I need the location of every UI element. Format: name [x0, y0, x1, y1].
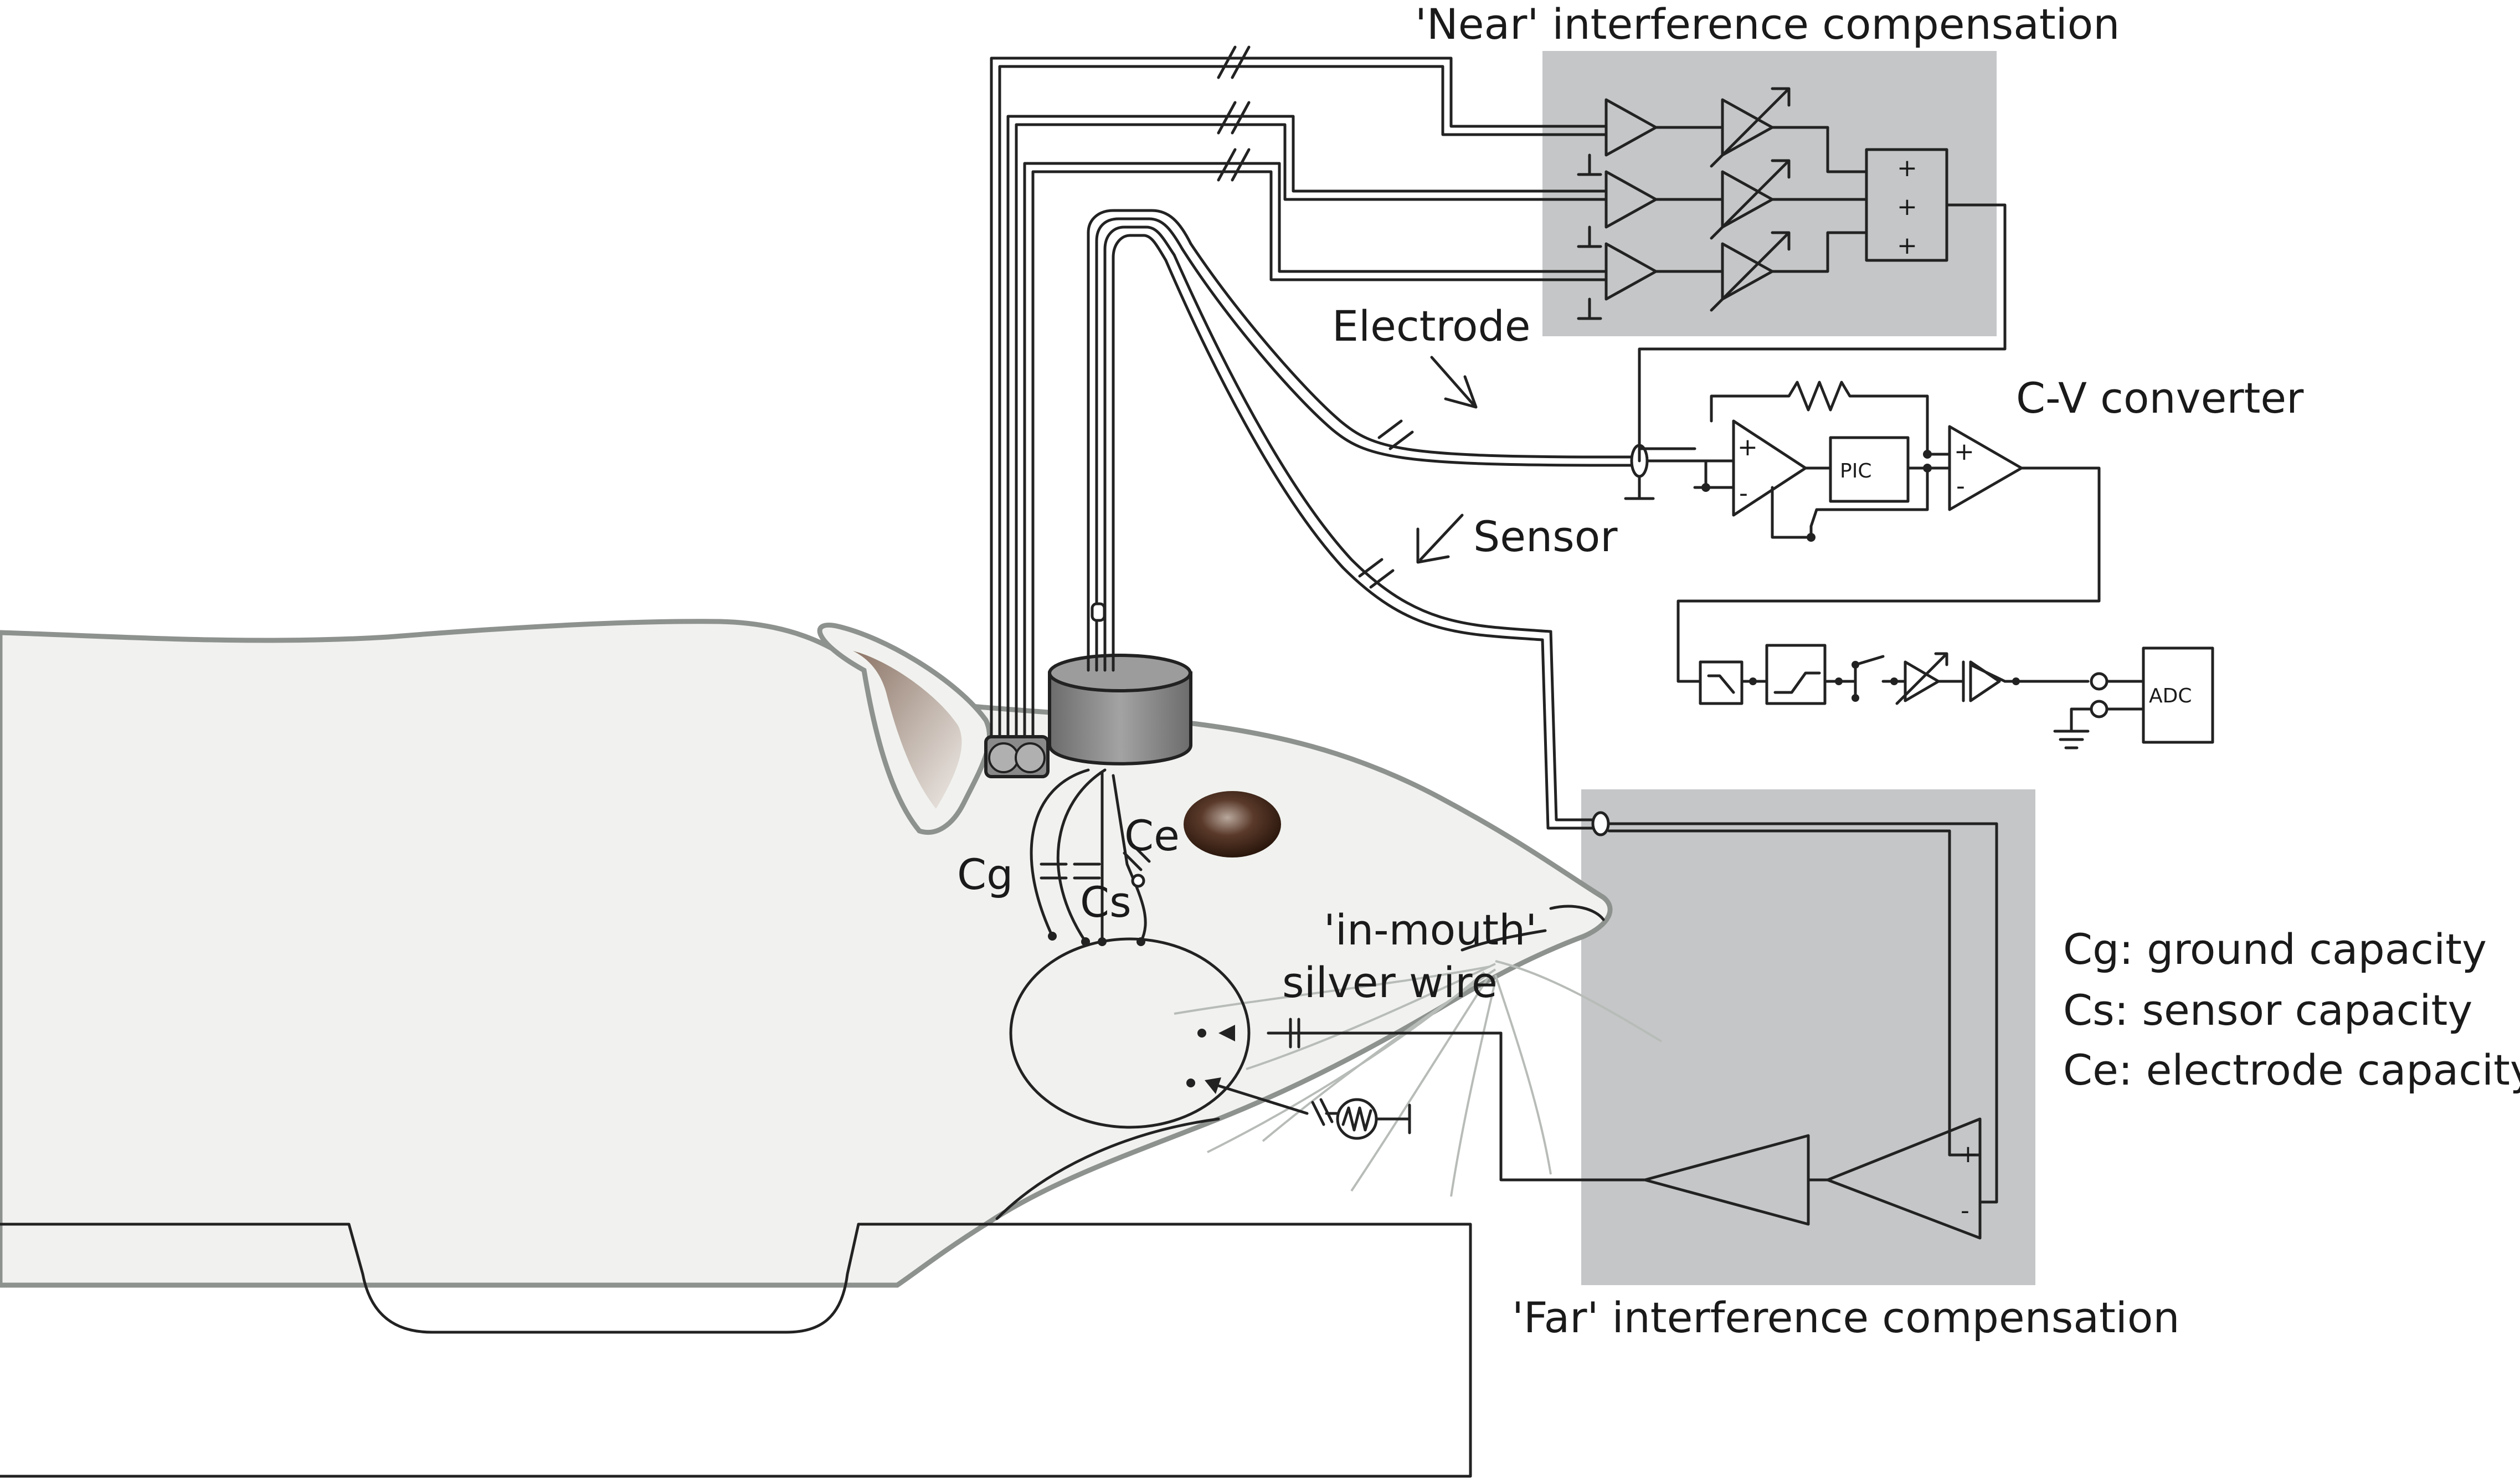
rat-whiskers: [1174, 960, 1663, 1197]
pic-label: PIC: [1840, 460, 1871, 482]
in-mouth-label-line1: 'in-mouth': [1324, 905, 1537, 954]
electrode-cable-end: [1604, 444, 1685, 500]
headstage: [984, 654, 1192, 778]
near-compensation-panel: [1542, 51, 1997, 336]
rat-mouth-line: [1460, 929, 1547, 952]
table-outline: [0, 1223, 1472, 1478]
rat-foreleg-line: [995, 1117, 1220, 1220]
far-compensation-label: 'Far' interference compensation: [1512, 1293, 2180, 1342]
summer-plus-1: +: [1897, 154, 1917, 182]
electrode-label: Electrode: [1332, 301, 1531, 351]
far-compensation-circuit: [1267, 822, 1998, 1240]
far-opamp-plus: +: [1958, 1140, 1978, 1168]
cs-label: Cs: [1080, 877, 1132, 927]
cv-opamp2-minus: -: [1956, 472, 1965, 500]
filter-chain: [1699, 644, 2214, 749]
rat-inner-ear: [853, 651, 962, 809]
cg-label: Cg: [957, 850, 1013, 899]
near-input-wires: [990, 45, 1608, 738]
summer-plus-3: +: [1897, 232, 1917, 260]
arrow-heads: [1205, 1025, 1235, 1094]
pointer-arrows: [1416, 356, 1478, 564]
rat-nose: [1549, 905, 1605, 921]
near-compensation-label: 'Near' interference compensation: [1415, 0, 2120, 49]
electrode-sensor-cables: [1087, 209, 1608, 830]
ce-label: Ce: [1124, 811, 1180, 860]
near-compensation-circuit: [1577, 87, 2007, 463]
rat-eye: [1184, 791, 1281, 857]
in-mouth-label-line2: silver wire: [1282, 958, 1498, 1007]
summer-plus-2: +: [1897, 193, 1917, 221]
cv-opamp2-plus: +: [1954, 438, 1974, 466]
adc-label: ADC: [2149, 685, 2192, 707]
cv-opamp1-minus: -: [1739, 479, 1748, 507]
cv-opamp1-plus: +: [1737, 433, 1758, 461]
cv-converter-circuit: [1676, 381, 2101, 683]
implant-cylinder: [1048, 671, 1192, 766]
legend-ce: Ce: electrode capacity: [2063, 1045, 2520, 1095]
sensor-label: Sensor: [1473, 512, 1618, 561]
cv-converter-label: C-V converter: [2016, 373, 2304, 423]
far-opamp-minus: -: [1961, 1197, 1969, 1225]
rat-illustration: [0, 619, 1663, 1288]
legend-cs: Cs: sensor capacity: [2063, 985, 2472, 1035]
legend-cg: Cg: ground capacity: [2063, 925, 2487, 974]
sensor-cable-end: [1591, 811, 1610, 836]
in-body-circuit: [1009, 768, 1503, 1140]
